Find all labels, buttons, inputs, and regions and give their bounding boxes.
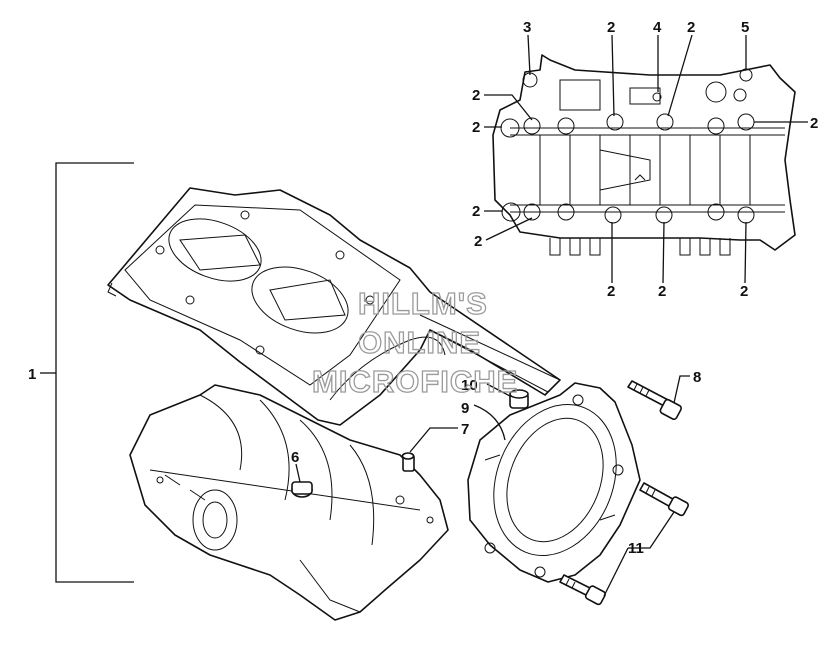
callout-2-left-b: 2	[472, 119, 480, 136]
callout-2-right: 2	[810, 115, 818, 132]
callout-labels: 1 3 2 4 2 5 2 2 2 2 2 2 2 2 8 10 9 7 6 1…	[28, 19, 818, 557]
watermark-line-3: MICROFICHE	[312, 364, 518, 399]
callout-7: 7	[461, 421, 469, 438]
callout-3: 3	[523, 19, 531, 36]
callout-2-left-d: 2	[474, 233, 482, 250]
callout-9: 9	[461, 400, 469, 417]
callout-2-top-a: 2	[607, 19, 615, 36]
dowel-pin-part-7	[401, 452, 415, 472]
assembly-bracket-1	[40, 162, 134, 583]
leader-lines	[295, 34, 808, 597]
watermark-line-2: ONLINE	[358, 325, 481, 360]
bell-housing-part-9	[467, 382, 641, 583]
callout-2-bottom-c: 2	[740, 283, 748, 300]
callout-6: 6	[291, 449, 299, 466]
upper-crankcase-half	[107, 187, 561, 426]
crankcase-top-view	[492, 54, 796, 256]
callout-2-bottom-b: 2	[658, 283, 666, 300]
callout-8: 8	[693, 369, 701, 386]
lower-crankcase-half	[129, 384, 449, 621]
bolt-part-8	[627, 380, 682, 421]
callout-2-left-a: 2	[472, 87, 480, 104]
callout-11: 11	[628, 540, 644, 557]
bushing-part-6	[291, 481, 313, 498]
callout-1: 1	[28, 366, 36, 383]
callout-4: 4	[653, 19, 662, 36]
bushing-part-10	[509, 389, 529, 409]
callout-2-bottom-a: 2	[607, 283, 615, 300]
callout-2-top-b: 2	[687, 19, 695, 36]
bolt-part-11-lower	[559, 574, 606, 606]
callout-5: 5	[741, 19, 749, 36]
watermark-line-1: HILLM'S	[358, 286, 488, 321]
watermark: HILLM'S ONLINE MICROFICHE	[311, 285, 518, 399]
callout-2-left-c: 2	[472, 203, 480, 220]
callout-10: 10	[461, 377, 478, 394]
bolt-part-11-upper	[639, 482, 689, 517]
